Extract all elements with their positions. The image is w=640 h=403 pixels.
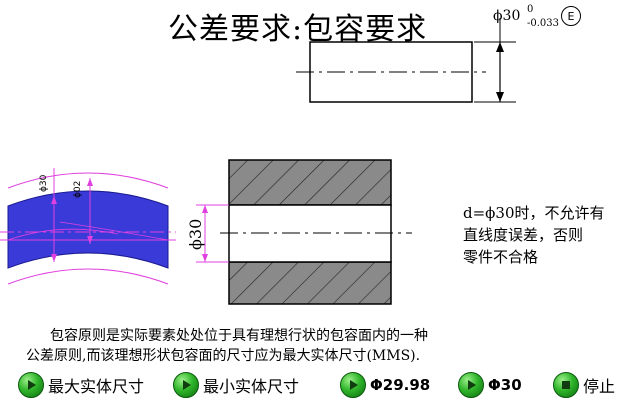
max-material-size-label: 最大实体尺寸 [48,377,145,396]
max-material-size-button[interactable]: 最大实体尺寸 [18,370,144,400]
size-30-label: Φ30 [488,376,522,394]
play-icon [458,372,484,398]
stop-button[interactable]: 停止 [553,370,615,400]
principle-text: 包容原则是实际要素处处位于具有理想行状的包容面内的一种 公差原则,而该理想形状包… [26,326,428,366]
size-30-button[interactable]: Φ30 [458,370,522,400]
shaft-top-view [296,18,516,103]
straightness-note: d=ϕ30时，不允许有 直线度误差，否则 零件不合格 [463,202,633,268]
note-line-1: d=ϕ30时，不允许有 [463,204,605,222]
phi30-small-label: ϕ30 [39,174,49,192]
stop-label: 停止 [583,377,616,396]
envelope-symbol: E [561,6,581,26]
note-line-2: 直线度误差，否则 [463,226,584,244]
size-29-98-button[interactable]: Φ29.98 [340,370,430,400]
tolerance-upper: 0 [527,4,534,15]
min-material-size-label: 最小实体尺寸 [203,377,300,396]
play-icon [18,372,44,398]
stop-icon [553,372,579,398]
size-29-98-label: Φ29.98 [370,376,431,394]
button-bar: 最大实体尺寸 最小实体尺寸 Φ29.98 Φ30 停止 [0,370,640,400]
principle-line-2: 公差原则,而该理想形状包容面的尺寸应为最大实体尺寸(MMS). [26,348,421,364]
phi02-label: ϕ02 [73,181,83,198]
page-title: 公差要求:包容要求 [168,12,428,47]
note-line-3: 零件不合格 [463,248,539,266]
principle-line-1: 包容原则是实际要素处处位于具有理想行状的包容面内的一种 [50,328,428,344]
min-material-size-button[interactable]: 最小实体尺寸 [173,370,299,400]
tolerance-lower: -0.033 [527,18,560,29]
play-icon [340,372,366,398]
bushing-section [196,159,412,305]
bent-shaft-figure [0,168,176,285]
phi30-hole-label: ϕ30 [186,219,205,250]
play-icon [173,372,199,398]
